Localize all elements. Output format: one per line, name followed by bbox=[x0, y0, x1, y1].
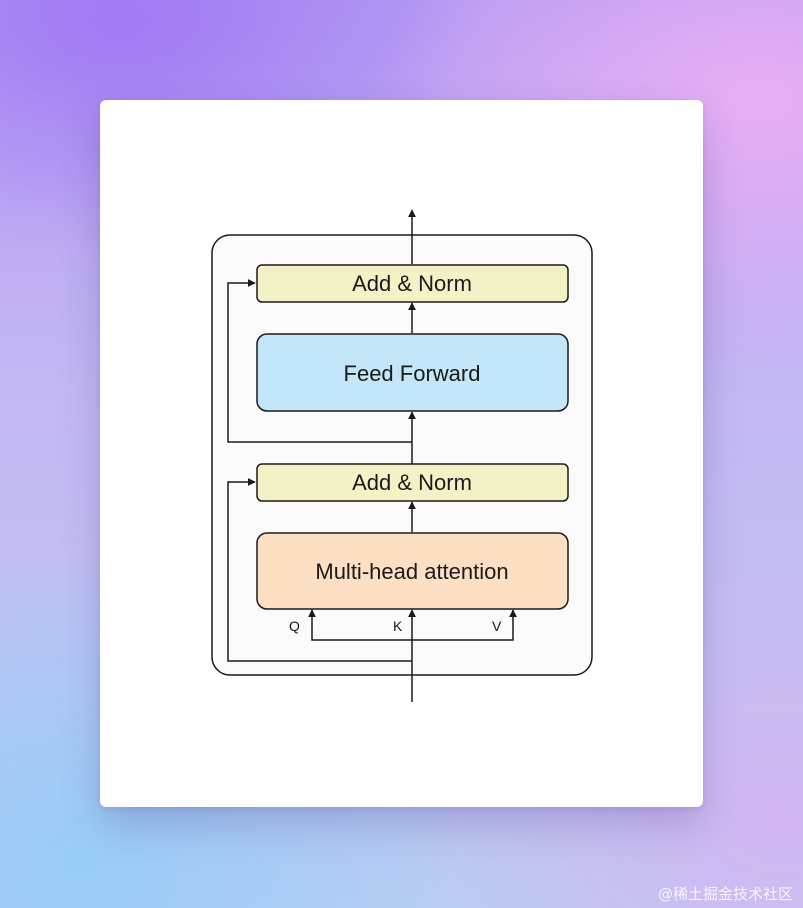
feed-forward-box bbox=[256, 333, 569, 412]
input-arrow-v bbox=[412, 609, 517, 641]
feed-forward-label: Feed Forward bbox=[344, 361, 481, 386]
diagram-card: Add & Norm Feed Forward Add & Norm Multi… bbox=[100, 100, 703, 807]
multi-head-attention-label: Multi-head attention bbox=[315, 559, 508, 584]
input-label-q: Q bbox=[289, 618, 300, 634]
residual-connection-top bbox=[227, 279, 412, 443]
input-label-k: K bbox=[393, 618, 403, 634]
input-label-v: V bbox=[492, 618, 502, 634]
bottom-add-norm-label: Add & Norm bbox=[352, 470, 472, 495]
bottom-add-norm-box bbox=[256, 463, 569, 502]
multi-head-attention-box bbox=[256, 532, 569, 610]
residual-connection-bottom bbox=[227, 478, 412, 662]
input-arrow-q bbox=[308, 609, 412, 641]
top-add-norm-label: Add & Norm bbox=[352, 271, 472, 296]
watermark: @稀土掘金技术社区 bbox=[657, 885, 793, 903]
transformer-encoder-diagram: Add & Norm Feed Forward Add & Norm Multi… bbox=[211, 209, 593, 702]
top-add-norm-box bbox=[256, 264, 569, 303]
